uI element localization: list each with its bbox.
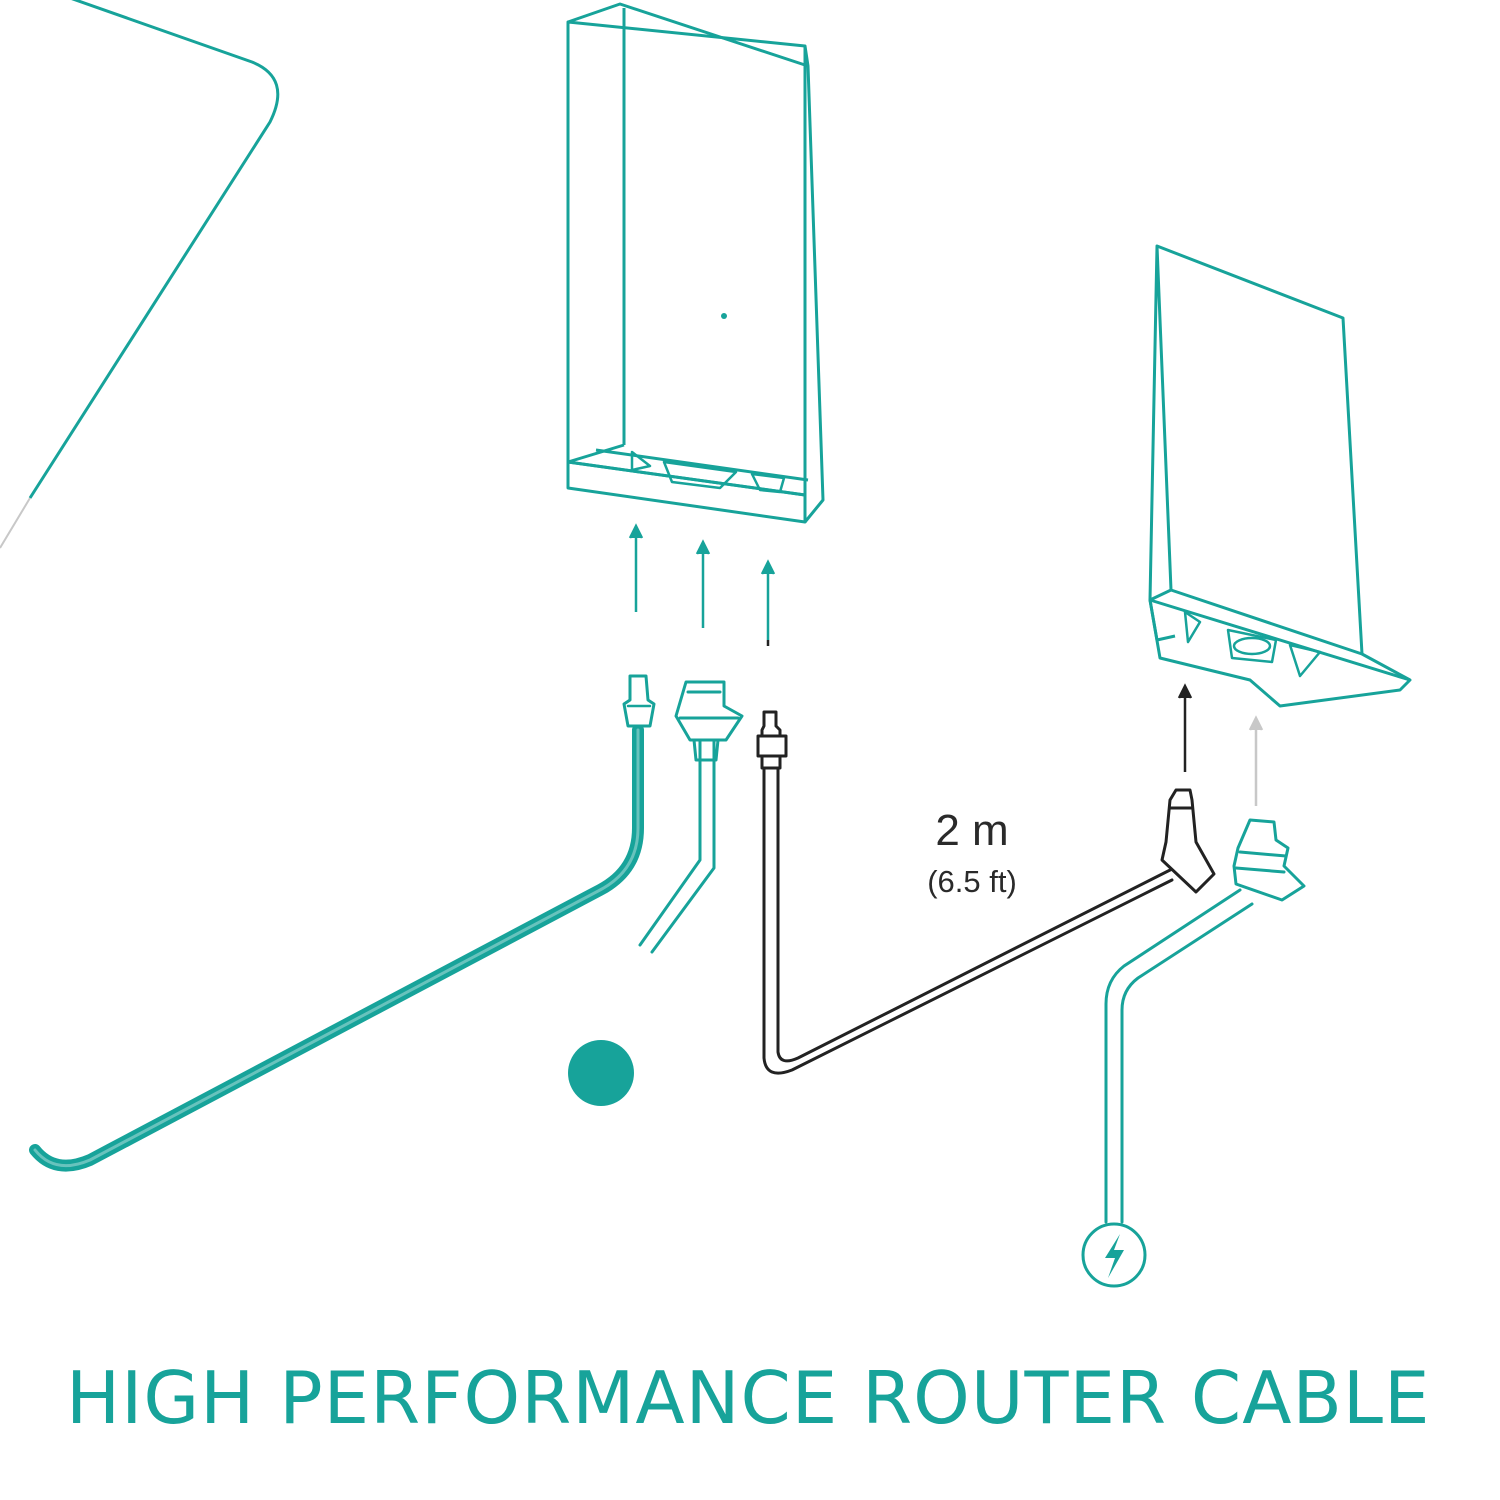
main-router <box>566 2 825 524</box>
lightning-bolt-icon <box>1081 1222 1147 1288</box>
headline: HIGH PERFORMANCE ROUTER CABLE <box>66 1356 1431 1440</box>
arrow-up-icon <box>695 539 711 628</box>
dot-cable <box>568 680 744 1106</box>
endpoint-dot-icon <box>568 1040 634 1106</box>
arrow-up-icon <box>1248 715 1264 806</box>
cable-length-imperial: (6.5 ft) <box>927 864 1017 899</box>
arrow-up-icon <box>1177 683 1193 772</box>
cable-length-metric: 2 m <box>935 806 1008 855</box>
left-panel <box>0 0 280 549</box>
panel-cable <box>29 674 656 1172</box>
power-cable <box>1081 818 1306 1288</box>
arrow-up-icon <box>760 559 776 640</box>
connector-small-icon <box>622 674 656 728</box>
link-cable <box>756 710 1216 1075</box>
insert-arrows-secondary <box>1177 683 1264 806</box>
insert-arrows-main <box>628 523 776 646</box>
secondary-router <box>1148 244 1412 708</box>
status-led-icon <box>721 313 727 319</box>
arrow-up-icon <box>628 523 644 612</box>
